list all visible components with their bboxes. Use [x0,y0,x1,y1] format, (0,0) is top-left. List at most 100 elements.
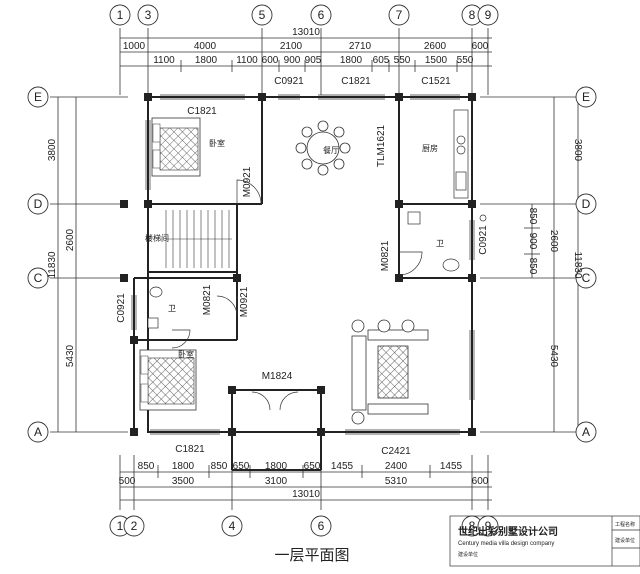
dim-top-row2-3: 2100 [280,41,303,52]
label-window-c0921-left: C0921 [116,293,127,323]
label-window-c2421: C2421 [381,446,411,457]
dim-top-row3-4: 600 [262,55,279,66]
bathroom-fixtures [147,211,487,329]
axis-label-bottom-9: 9 [485,519,492,533]
dim-left-1: 3800 [47,138,58,161]
dim-bottom-row1-8: 2400 [385,461,408,472]
dim-right-sub-2: 900 [527,233,538,250]
label-door-m1824: M1824 [262,371,293,382]
room-dining: 餐厅 [323,146,339,155]
dim-top-row2-2: 4000 [194,41,217,52]
dim-right-2: 2600 [548,230,559,253]
dim-bottom-row2-3: 3100 [265,476,288,487]
label-window-c1821-top2: C1821 [341,76,371,87]
columns [120,93,476,436]
label-window-c1821-top: C1821 [187,106,217,117]
axis-label-left-a: A [34,425,42,439]
dim-bottom-row2-2: 3500 [172,476,195,487]
axis-label-top-3: 3 [145,8,152,22]
room-kitchen: 厨房 [422,143,438,153]
label-door-m0821-b: M0821 [202,284,213,315]
dim-top-row3-3: 1100 [236,55,258,66]
dim-bottom-row2-4: 5310 [385,476,408,487]
door-swings [171,179,423,411]
axis-label-right-e: E [582,90,590,104]
axis-label-bottom-6: 6 [318,519,325,533]
axis-label-bottom-8: 8 [469,519,476,533]
dim-bottom-row1-1: 850 [138,461,155,472]
company-subline: 建设单位 [458,551,478,558]
dim-top-row3-5: 900 [284,55,301,66]
room-bedroom-lower: 卧室 [178,349,194,359]
axis-label-top-5: 5 [259,8,266,22]
dim-right-sub-3: 850 [527,258,538,275]
company-name: 世纪出彩别墅设计公司 [458,525,558,538]
dim-top-row2-5: 2600 [424,41,447,52]
dim-bottom-row1-2: 1800 [172,461,195,472]
dim-top-row3-9: 550 [394,55,411,66]
dim-top-row3-7: 1800 [340,55,363,66]
axis-label-bottom-1: 1 [117,519,124,533]
axis-label-top-1: 1 [117,8,124,22]
axis-label-bottom-4: 4 [229,519,236,533]
axis-label-top-6: 6 [318,8,325,22]
room-stair: 楼梯间 [145,233,169,243]
windows [131,94,475,435]
dim-bottom-total: 13010 [292,489,320,500]
axis-label-bottom-2: 2 [131,519,138,533]
axis-label-left-d: D [34,197,43,211]
side-dimension-lines [50,96,586,433]
room-bathroom-left: 卫 [168,304,176,313]
axis-label-left-e: E [34,90,42,104]
dining-table [295,120,351,176]
title-block-field-2: 建设单位 [615,537,635,544]
dim-right-sub-1: 850 [527,208,538,225]
dim-right-total: 11830 [572,251,583,279]
dim-top-row3-2: 1800 [195,55,218,66]
label-window-c0921-right: C0921 [478,225,489,255]
dim-left-total: 11830 [47,251,58,279]
label-window-c1521: C1521 [421,76,451,87]
axis-label-top-9: 9 [485,8,492,22]
bed-lower [139,349,197,411]
bed-upper [151,117,201,177]
sofa-set [351,319,429,425]
label-door-m0821: M0821 [380,240,391,271]
dim-bottom-row1-4: 650 [233,461,250,472]
axis-bubbles [27,4,597,537]
label-window-c1821-bottom: C1821 [175,444,205,455]
room-bathroom-right: 卫 [436,239,444,248]
label-door-m0921-top: C0921 [274,76,304,87]
axis-label-right-c: C [582,271,591,285]
dim-top-row3-11: 550 [457,55,474,66]
bottom-dimension-lines [119,455,492,510]
axis-label-top-8: 8 [469,8,476,22]
dim-bottom-row1-5: 1800 [265,461,288,472]
dim-bottom-row1-3: 850 [211,461,228,472]
dim-left-3: 5430 [65,344,76,367]
dim-top-row2-1: 1000 [123,41,146,52]
stair [165,210,232,268]
dim-bottom-row2-1: 500 [119,476,136,487]
label-door-m0921-a: M0921 [242,166,253,197]
title-block-frame [449,515,640,567]
dim-top-row3-8: 605 [373,55,390,66]
kitchen-counter [453,109,469,199]
title-block-field-1: 工程名称 [615,521,635,528]
dim-right-3: 5430 [548,345,559,368]
walls [133,96,473,471]
dim-bottom-row1-7: 1455 [331,461,354,472]
axis-label-right-d: D [582,197,591,211]
dim-top-row2-4: 2710 [349,41,372,52]
dim-bottom-row1-9: 1455 [440,461,463,472]
dim-bottom-row1-6: 650 [304,461,321,472]
dim-top-row3-10: 1500 [425,55,448,66]
dim-top-row3-1: 1100 [153,55,175,66]
room-bedroom-upper: 卧室 [209,138,225,148]
dim-right-1: 3800 [572,139,583,162]
dim-left-2: 2600 [65,228,76,251]
dim-top-row2-6: 600 [472,41,489,52]
